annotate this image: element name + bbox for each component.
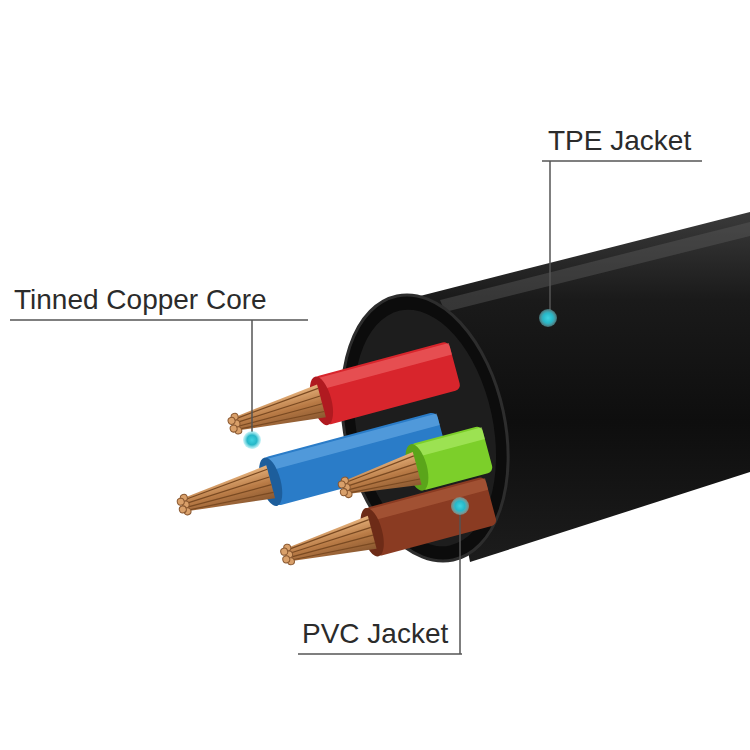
blue-wire (172, 412, 449, 531)
wires (155, 338, 507, 603)
callout-dots (243, 309, 557, 515)
part-label: Tinned Copper Core (14, 283, 267, 317)
cable-highlight (440, 222, 750, 312)
part-label: PVC Jacket (302, 617, 448, 651)
green-wire (333, 425, 494, 511)
leader-lines (10, 161, 702, 654)
part-label: TPE Jacket (548, 124, 691, 158)
